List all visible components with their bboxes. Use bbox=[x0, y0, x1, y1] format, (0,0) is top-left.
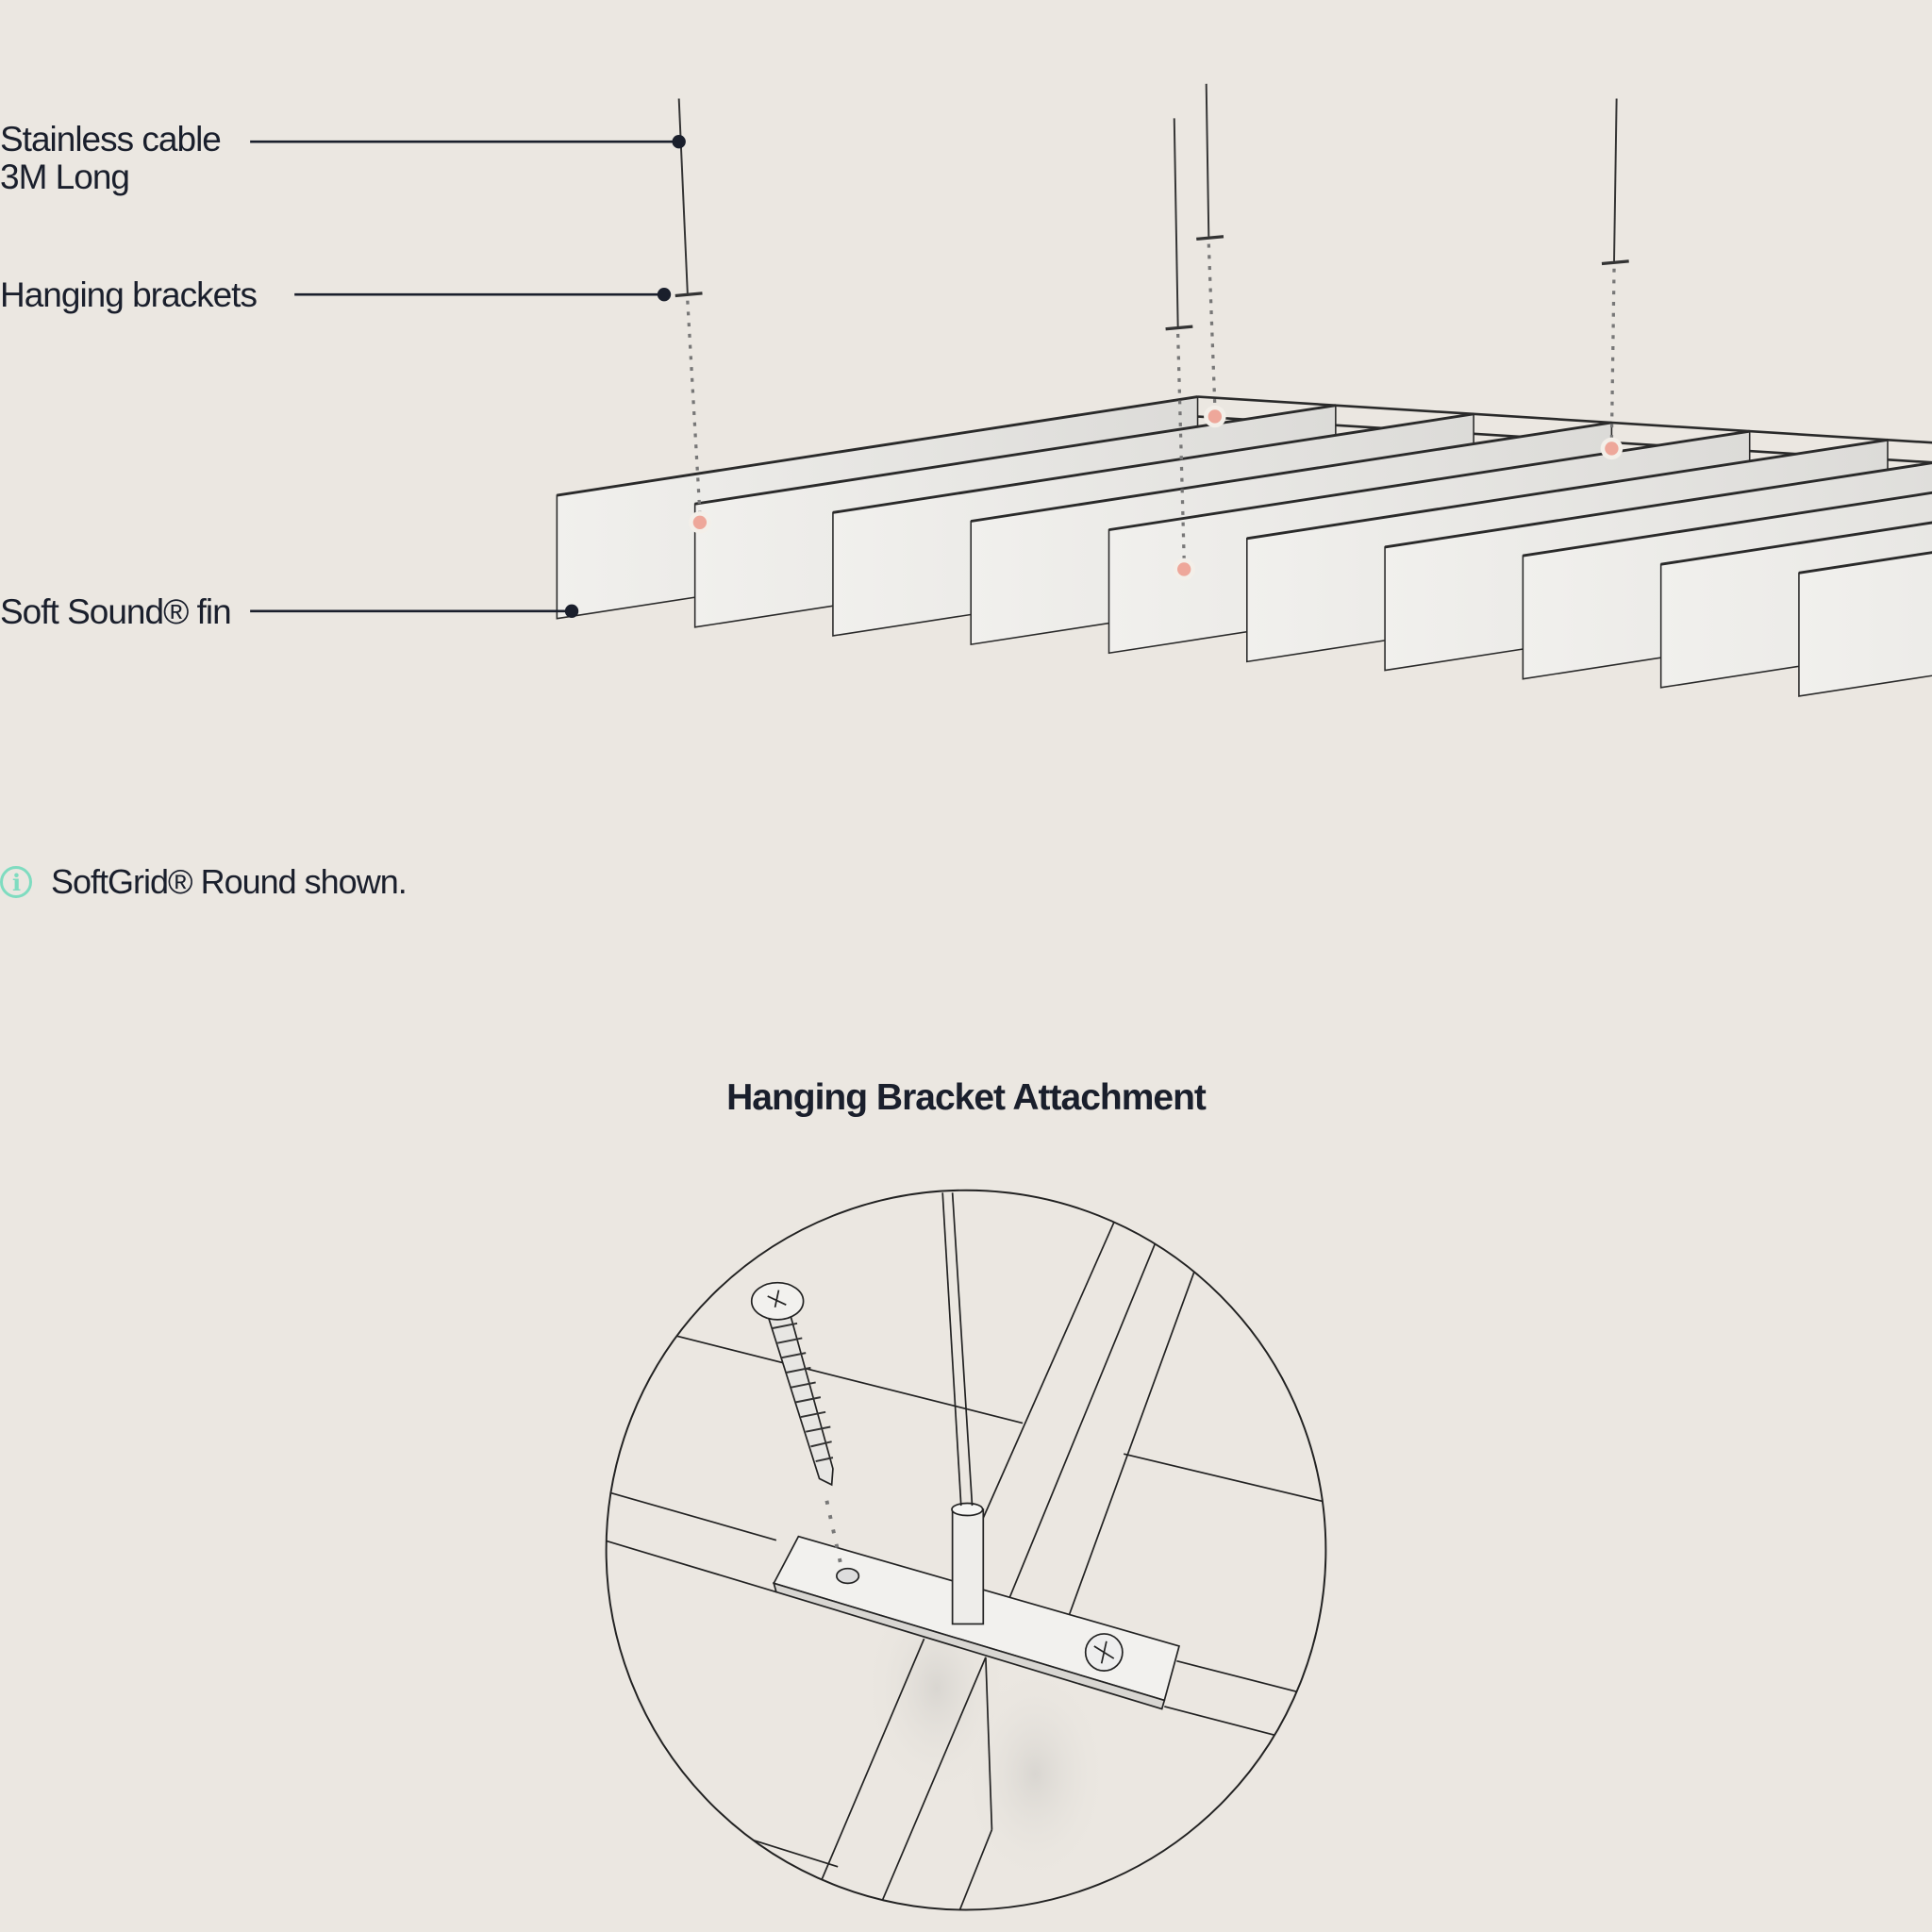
leader-lines bbox=[250, 135, 686, 619]
hanging-bracket bbox=[1196, 235, 1224, 242]
fin-top-edge bbox=[1523, 491, 1932, 558]
fin-top-edge bbox=[971, 421, 1612, 523]
detail-title: Hanging Bracket Attachment bbox=[726, 1077, 1207, 1118]
stainless-cable bbox=[1613, 98, 1618, 261]
fin-top-edge bbox=[1108, 429, 1750, 532]
fin-top-edge bbox=[832, 412, 1474, 514]
cable-guide-dotted-line bbox=[1609, 268, 1616, 440]
cable-label-line2: 3M Long bbox=[0, 158, 130, 196]
cable-guide-dotted-line bbox=[1176, 333, 1186, 560]
stainless-cable bbox=[1205, 83, 1210, 237]
attachment-point bbox=[1208, 409, 1223, 424]
info-note-text: SoftGrid® Round shown. bbox=[51, 862, 408, 901]
hanging-bracket bbox=[1601, 259, 1629, 266]
fin-top-edge bbox=[557, 395, 1198, 497]
attachment-point bbox=[1605, 441, 1619, 456]
hanging-bracket bbox=[675, 291, 703, 298]
attachment-point bbox=[692, 515, 708, 529]
stainless-cable bbox=[1173, 118, 1179, 327]
fin-top-edge bbox=[694, 404, 1337, 506]
cable-guide-dotted-line bbox=[686, 300, 702, 513]
fin-top-edge bbox=[1384, 461, 1932, 549]
soft-sound-fin bbox=[1798, 551, 1932, 697]
fin-top-edge bbox=[1246, 438, 1889, 541]
hanging-bracket bbox=[1165, 325, 1193, 331]
attachment-point bbox=[1177, 562, 1191, 576]
hanging-cables bbox=[675, 83, 1629, 581]
fin-top-edge bbox=[1660, 521, 1932, 566]
fin-label: Soft Sound® fin bbox=[0, 592, 232, 631]
grid-fins bbox=[556, 395, 1932, 697]
brackets-label: Hanging brackets bbox=[0, 275, 258, 314]
info-icon: i bbox=[0, 866, 32, 898]
stainless-cable bbox=[677, 98, 689, 293]
cable-guide-dotted-line bbox=[1207, 243, 1217, 408]
cable-label-line1: Stainless cable bbox=[0, 120, 222, 158]
bracket-detail-circle bbox=[605, 1189, 1327, 1911]
fin-top-edge bbox=[1798, 551, 1932, 575]
info-note: i SoftGrid® Round shown. bbox=[0, 862, 408, 902]
